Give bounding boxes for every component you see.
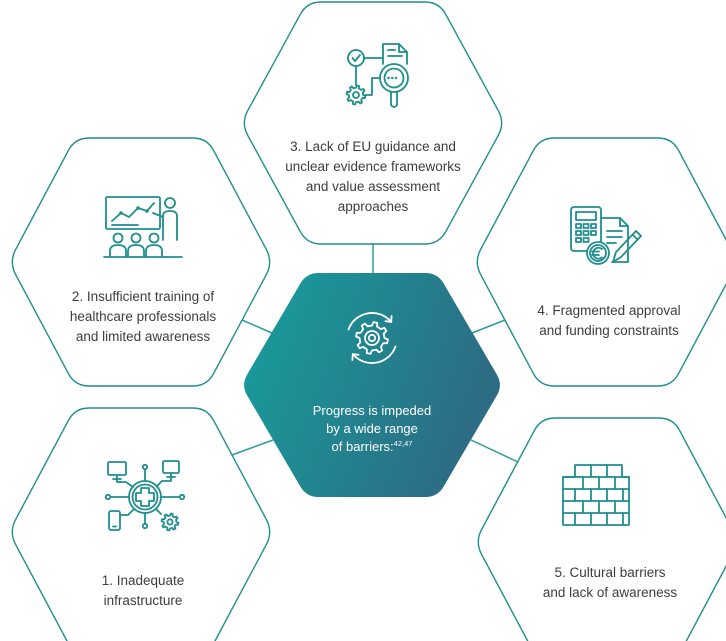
center-label-line: Progress is impeded (313, 403, 432, 418)
label-line: unclear evidence frameworks (285, 159, 461, 174)
label-line: healthcare professionals (70, 309, 217, 324)
center-label: Progress is impeded by a wide range of b… (313, 403, 432, 454)
document-search-icon (345, 43, 409, 108)
connector-line (231, 439, 274, 456)
medical-circuit-icon (104, 460, 186, 532)
label-line: approaches (338, 199, 409, 214)
connector-line (470, 439, 519, 463)
presentation-training-icon (103, 196, 183, 258)
gear-cycle-icon (347, 312, 397, 364)
connector-line (471, 319, 506, 334)
center-label-line: by a wide range (326, 421, 418, 436)
center-hexagon (244, 273, 500, 497)
barrier-hexagon-5 (477, 417, 726, 641)
barrier-label-2: 2. Insufficient training of healthcare p… (70, 289, 217, 344)
barrier-label-1: 1. Inadequate infrastructure (102, 573, 185, 608)
barrier-label-4: 4. Fragmented approval and funding const… (537, 303, 680, 338)
connectors (231, 244, 519, 463)
barrier-hexagon-1 (11, 407, 271, 641)
barrier-hexagon-2 (11, 137, 271, 387)
label-line: 5. Cultural barriers (554, 565, 665, 580)
citation-superscript: 42,47 (394, 439, 413, 448)
center-label-line: of barriers:42,47 (332, 439, 413, 454)
label-line: and funding constraints (539, 323, 679, 338)
barrier-label-3: 3. Lack of EU guidance and unclear evide… (285, 139, 461, 214)
label-line: and lack of awareness (543, 585, 678, 600)
connector-line (241, 319, 273, 334)
calculator-euro-icon (570, 206, 642, 265)
label-line: 4. Fragmented approval (537, 303, 680, 318)
label-line: 2. Insufficient training of (72, 289, 215, 304)
label-line: and limited awareness (76, 329, 211, 344)
brick-wall-icon (562, 464, 630, 526)
center-label-text: of barriers: (332, 439, 394, 454)
label-line: and value assessment (306, 179, 441, 194)
barrier-hexagon-3 (243, 1, 503, 245)
barrier-label-5: 5. Cultural barriers and lack of awarene… (543, 565, 678, 600)
label-line: 3. Lack of EU guidance and (290, 139, 456, 154)
label-line: infrastructure (104, 593, 183, 608)
label-line: 1. Inadequate (102, 573, 185, 588)
